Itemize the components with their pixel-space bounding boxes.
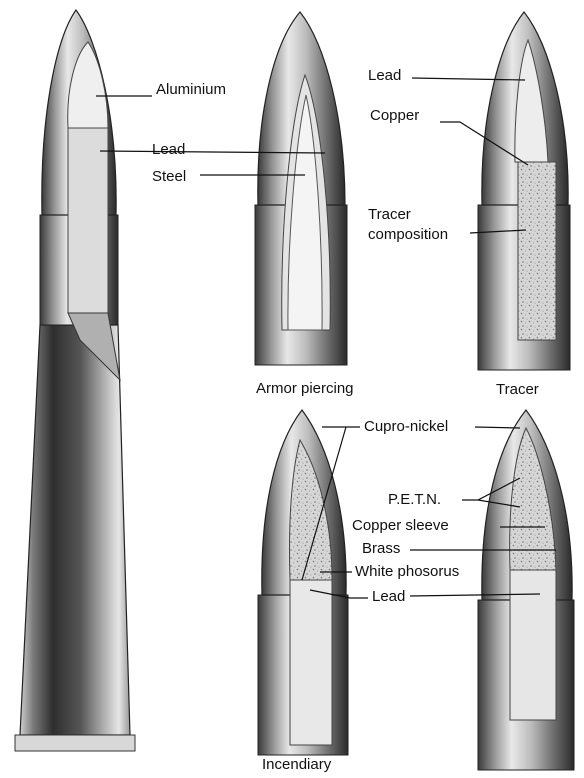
aluminium-core — [67, 41, 109, 129]
label-steel: Steel — [152, 168, 187, 185]
leader-lead-inc — [309, 589, 541, 599]
exp-brass-sleeve — [509, 569, 557, 721]
leader-tracer-comp — [469, 229, 527, 234]
label-copper-sleeve: Copper sleeve — [352, 517, 449, 534]
case-rim — [14, 734, 136, 752]
leader-cupro-right — [474, 426, 521, 429]
label-white-phosphorus: White phosorus — [355, 563, 460, 580]
inc-phosphorus-fill — [288, 438, 333, 581]
tracer-round — [477, 11, 571, 371]
label-cupro-nickel: Cupro-nickel — [364, 418, 449, 435]
cutaway-notch — [67, 312, 121, 382]
incendiary-round — [257, 409, 349, 756]
leader-lead-tracer — [411, 77, 526, 81]
inc-lead-core — [289, 579, 333, 746]
caption-tracer: Tracer — [496, 381, 539, 398]
label-petn: P.E.T.N. — [388, 491, 442, 508]
label-aluminium: Aluminium — [156, 81, 227, 98]
ap-steel-core — [287, 94, 323, 331]
label-lead-tracer: Lead — [368, 67, 402, 84]
label-lead-main: Lead — [152, 141, 186, 158]
label-tracer-composition-line1: Tracer — [368, 206, 411, 223]
label-tracer-composition-line2: composition — [368, 226, 449, 243]
explosive-round — [477, 409, 575, 771]
tracer-composition-fill — [517, 161, 557, 341]
label-copper: Copper — [370, 107, 420, 124]
lead-core — [67, 127, 109, 314]
full-cartridge — [14, 8, 136, 752]
leader-copper — [440, 121, 529, 166]
armor-piercing-round — [254, 11, 348, 366]
tracer-lead-tip — [514, 38, 549, 163]
leader-cupro-left-2 — [301, 426, 347, 581]
caption-incendiary: Incendiary — [262, 756, 332, 773]
caption-armor-piercing: Armor piercing — [256, 380, 354, 397]
exp-petn-fill — [509, 426, 557, 571]
leader-petn — [462, 477, 521, 508]
label-lead-incendiary: Lead — [372, 588, 406, 605]
leader-lead-main — [99, 150, 326, 154]
leader-lines — [96, 77, 556, 599]
case-body — [19, 324, 131, 736]
label-brass: Brass — [362, 540, 401, 557]
